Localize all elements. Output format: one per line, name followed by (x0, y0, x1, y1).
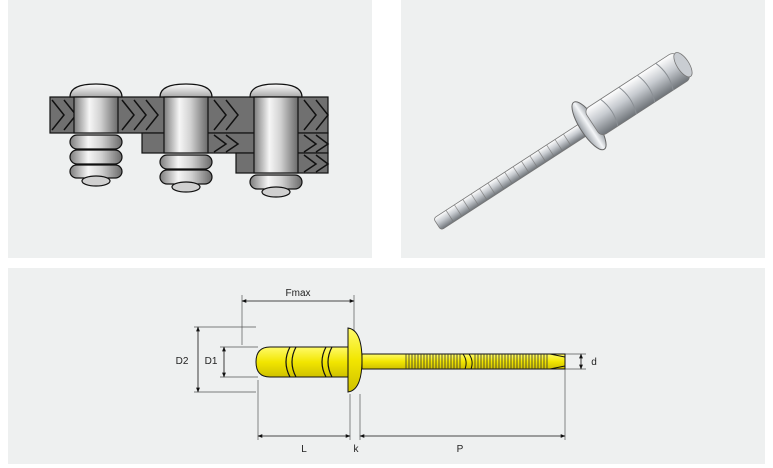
rivet-cross-section-diagram (49, 83, 330, 198)
rivet-thin-grip (69, 83, 123, 187)
rivet-thick-grip (249, 83, 303, 198)
dimension-lines (196, 299, 583, 438)
rivet-3d (434, 52, 693, 230)
rivet-cross-section-panel (8, 0, 372, 258)
label-k: k (354, 444, 360, 455)
label-d1: D1 (205, 356, 218, 367)
label-d: d (591, 357, 597, 368)
rivet-product-image (434, 52, 693, 230)
label-p: P (457, 444, 464, 455)
label-fmax: Fmax (286, 288, 311, 299)
rivet-dimension-drawing: Fmax D2 D1 L k P d (176, 288, 597, 455)
rivet-yellow-drawing (255, 327, 566, 393)
label-d2: D2 (176, 356, 189, 367)
rivet-medium-grip (159, 83, 213, 193)
label-l: L (301, 444, 307, 455)
rivet-product-image-panel (401, 0, 765, 258)
dimension-drawing-panel: Fmax D2 D1 L k P d (8, 268, 765, 464)
